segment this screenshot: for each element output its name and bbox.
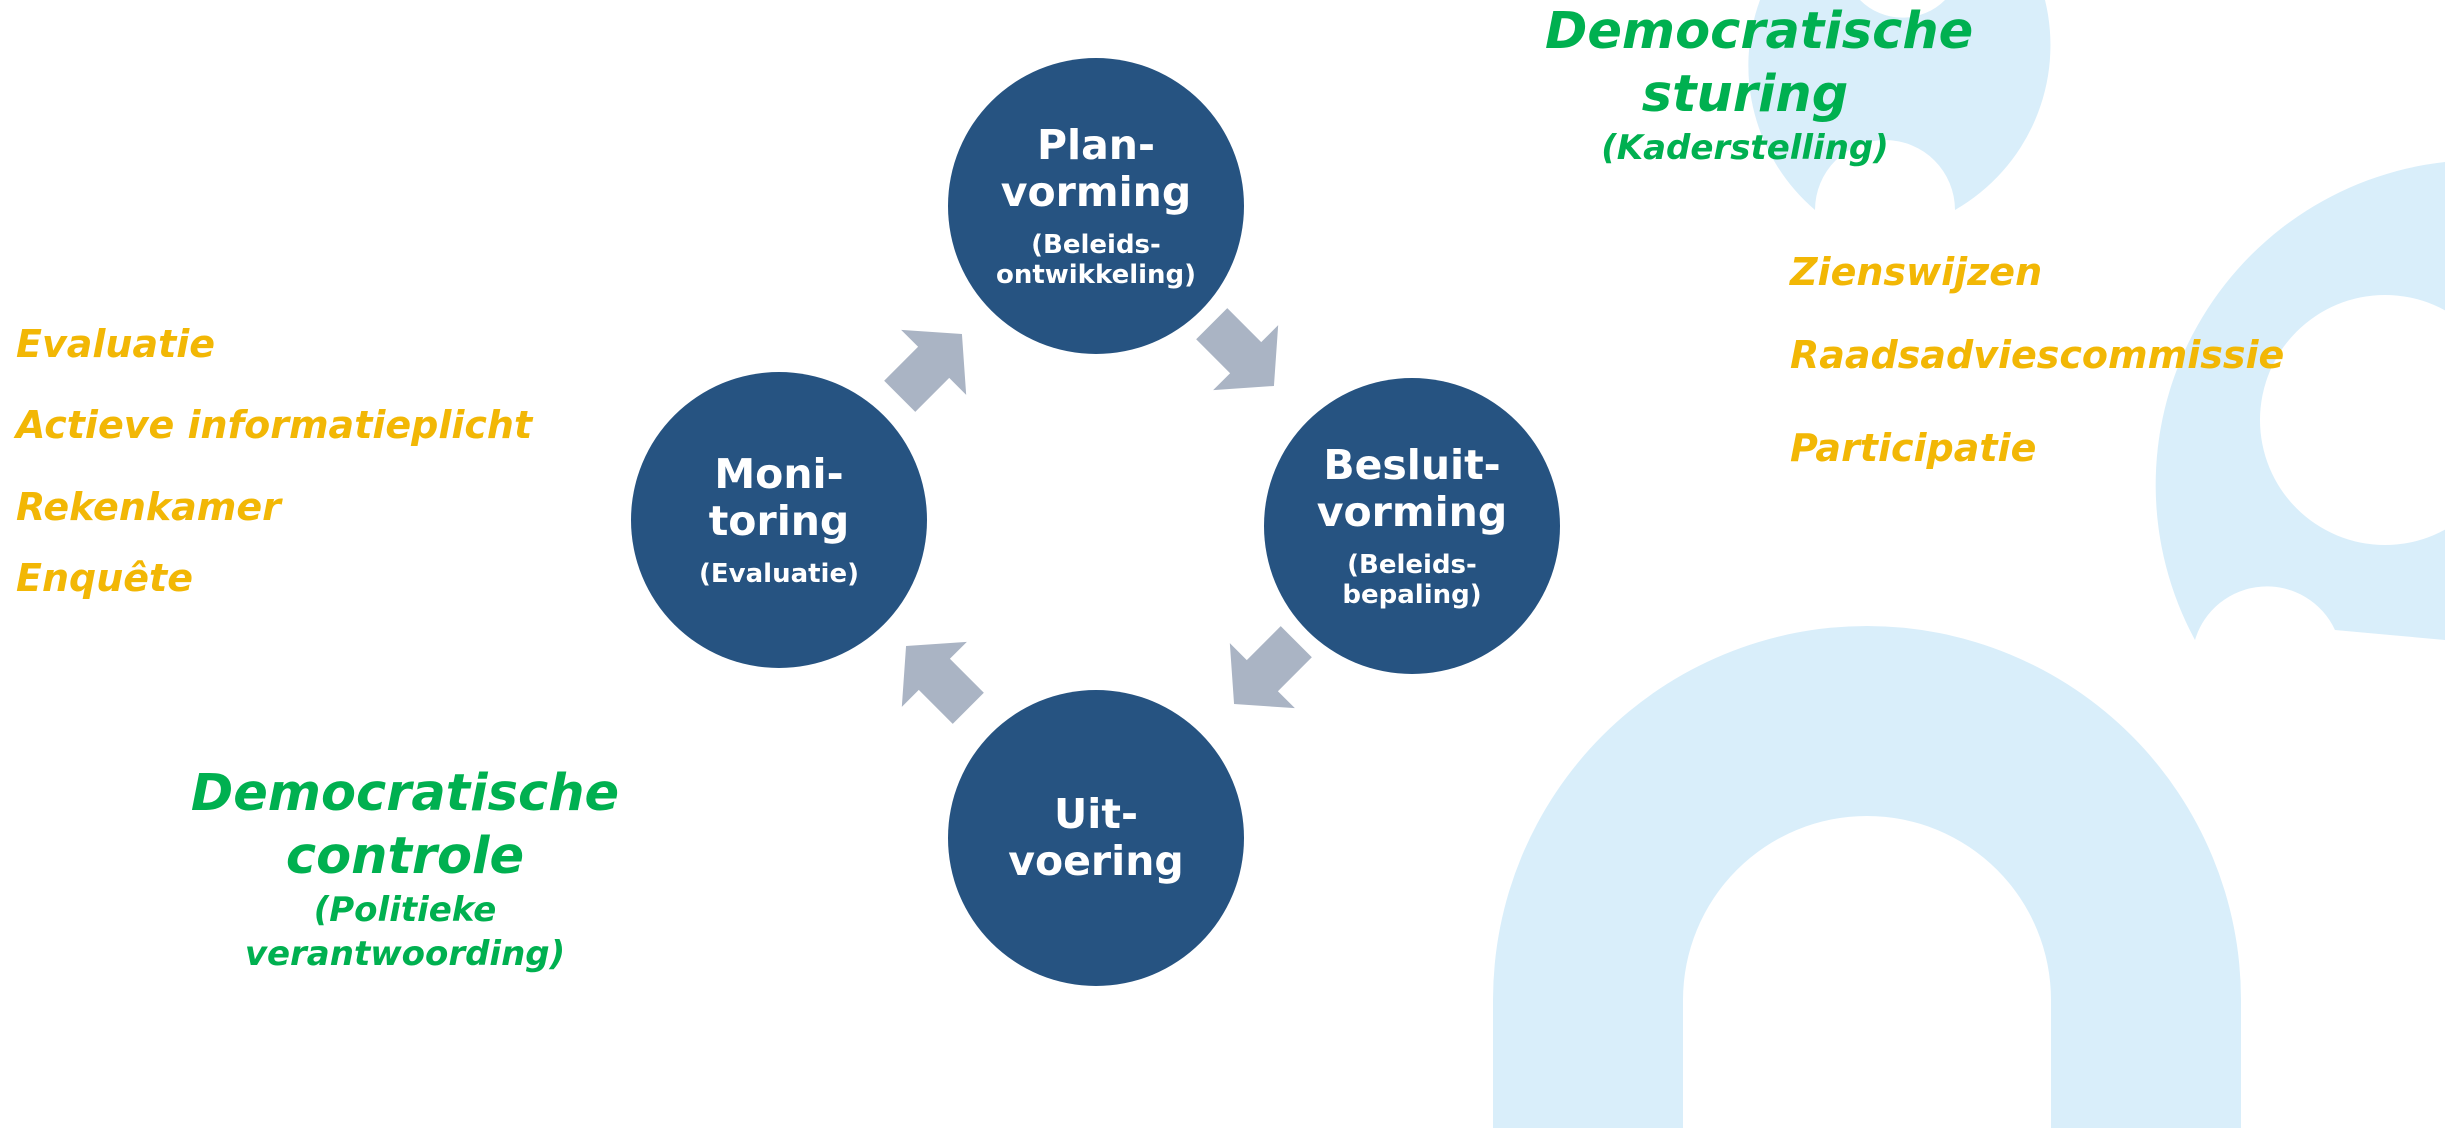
node-besluitvorming-title: Besluit- vorming xyxy=(1316,441,1508,536)
arrow-monitoring-to-plan xyxy=(884,329,967,412)
node-uitvoering-title: Uit- voering xyxy=(1008,790,1184,885)
node-planvorming-subtitle: (Beleids- ontwikkeling) xyxy=(995,230,1197,290)
node-besluitvorming: Besluit- vorming (Beleids- bepaling) xyxy=(1264,378,1560,674)
controle-title-line2: controle xyxy=(285,827,525,886)
arrow-besluit-to-uitvoering xyxy=(1229,626,1312,709)
controle-instrument-1: Evaluatie xyxy=(16,322,216,366)
controle-heading: Democratische controle (Politieke verant… xyxy=(190,762,620,976)
sturing-heading: Democratische sturing (Kaderstelling) xyxy=(1545,0,1974,170)
controle-subtitle-line2: verantwoording) xyxy=(244,934,566,974)
sturing-instrument-1: Zienswijzen xyxy=(1790,250,2043,294)
node-planvorming: Plan- vorming (Beleids- ontwikkeling) xyxy=(948,58,1244,354)
right-ring-shape xyxy=(2155,162,2445,640)
bottom-ring-shape xyxy=(1493,626,2241,1128)
controle-instrument-3: Rekenkamer xyxy=(16,485,281,529)
node-monitoring-subtitle: (Evaluatie) xyxy=(699,559,859,589)
node-besluitvorming-subtitle: (Beleids- bepaling) xyxy=(1342,550,1482,610)
top-ring-shape xyxy=(1748,0,2051,210)
sturing-subtitle: (Kaderstelling) xyxy=(1601,128,1889,168)
arrow-uitvoering-to-monitoring xyxy=(901,641,984,724)
sturing-instrument-3: Participatie xyxy=(1790,426,2037,470)
controle-instrument-2: Actieve informatieplicht xyxy=(16,403,533,447)
controle-instrument-4: Enquête xyxy=(16,556,193,600)
node-uitvoering: Uit- voering xyxy=(948,690,1244,986)
node-monitoring: Moni- toring (Evaluatie) xyxy=(631,372,927,668)
controle-title-line1: Democratische xyxy=(190,764,620,823)
sturing-instrument-2: Raadsadviescommissie xyxy=(1790,333,2285,377)
controle-subtitle-line1: (Politieke xyxy=(313,890,497,930)
arrow-plan-to-besluit xyxy=(1196,308,1279,391)
node-monitoring-title: Moni- toring xyxy=(708,450,850,545)
node-planvorming-title: Plan- vorming xyxy=(1000,121,1192,216)
sturing-title-line2: sturing xyxy=(1641,65,1849,124)
sturing-title-line1: Democratische xyxy=(1545,2,1974,61)
